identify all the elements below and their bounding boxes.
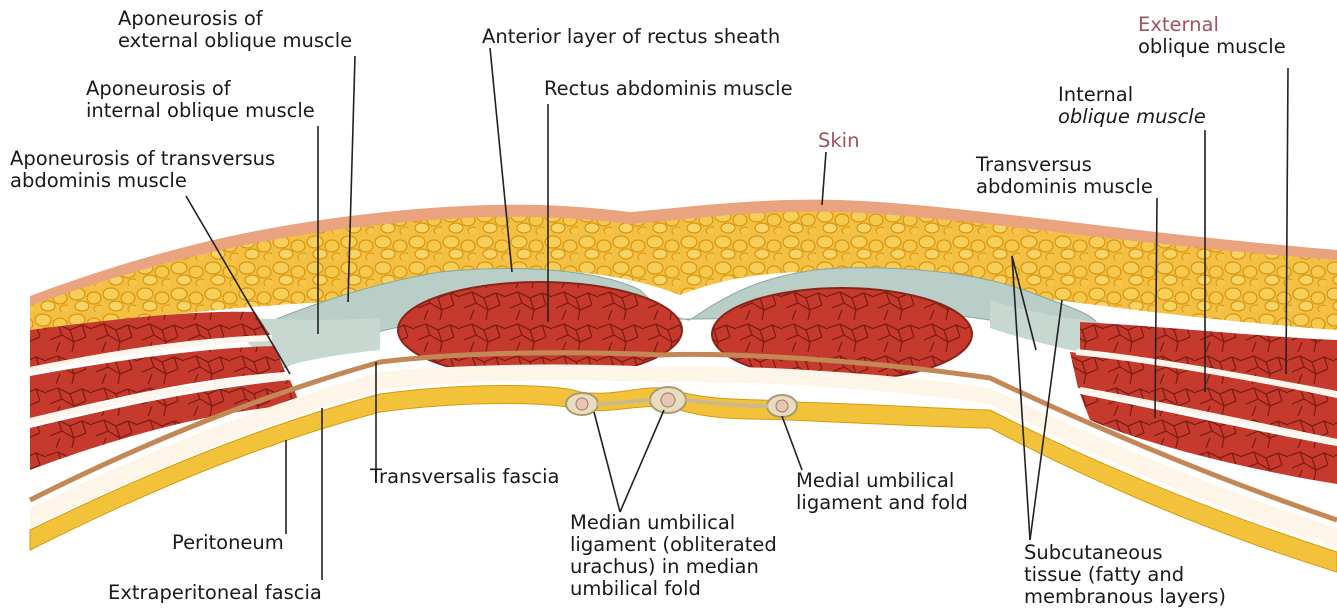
label-line: internal oblique muscle — [86, 100, 315, 122]
median-umbilical-ligament — [661, 393, 675, 407]
label-internal-oblique: Internal oblique muscle — [1058, 84, 1206, 128]
label-line: Peritoneum — [172, 532, 284, 554]
label-line: Aponeurosis of — [86, 78, 315, 100]
label-median-umbilical-ligament: Median umbilical ligament (obliterated u… — [570, 512, 777, 600]
label-transversus-abdominis: Transversus abdominis muscle — [976, 154, 1153, 198]
label-extraperitoneal-fascia: Extraperitoneal fascia — [108, 582, 322, 604]
label-line: Aponeurosis of transversus — [10, 148, 275, 170]
label-aponeurosis-transversus: Aponeurosis of transversus abdominis mus… — [10, 148, 275, 192]
label-line: Transversus — [976, 154, 1153, 176]
label-line: ligament and fold — [796, 492, 968, 514]
label-skin: Skin — [818, 130, 859, 152]
label-line: Aponeurosis of — [118, 8, 352, 30]
label-line: oblique muscle — [1138, 36, 1286, 58]
label-line: membranous layers) — [1024, 586, 1226, 608]
label-line: Anterior layer of rectus sheath — [482, 26, 780, 48]
label-line: umbilical fold — [570, 578, 777, 600]
label-anterior-rectus-sheath: Anterior layer of rectus sheath — [482, 26, 780, 48]
label-line: Median umbilical — [570, 512, 777, 534]
label-line: Rectus abdominis muscle — [544, 78, 793, 100]
label-transversalis-fascia: Transversalis fascia — [370, 466, 559, 488]
medial-umbilical-ligament-right — [776, 400, 788, 412]
label-subcutaneous-tissue: Subcutaneous tissue (fatty and membranou… — [1024, 542, 1226, 608]
label-line: External — [1138, 14, 1286, 36]
label-line: urachus) in median — [570, 556, 777, 578]
rectus-abdominis-left — [398, 282, 682, 378]
label-line: Transversalis fascia — [370, 466, 559, 488]
label-line: Extraperitoneal fascia — [108, 582, 322, 604]
label-line: abdominis muscle — [976, 176, 1153, 198]
label-line: Subcutaneous — [1024, 542, 1226, 564]
label-line: Internal — [1058, 84, 1206, 106]
label-medial-umbilical-ligament: Medial umbilical ligament and fold — [796, 470, 968, 514]
label-peritoneum: Peritoneum — [172, 532, 284, 554]
rectus-abdominis-right — [712, 288, 972, 380]
medial-umbilical-ligament-left — [576, 398, 588, 410]
label-aponeurosis-external-oblique: Aponeurosis of external oblique muscle — [118, 8, 352, 52]
label-rectus-abdominis: Rectus abdominis muscle — [544, 78, 793, 100]
label-line: oblique muscle — [1058, 106, 1206, 128]
label-line: Medial umbilical — [796, 470, 968, 492]
label-line: Skin — [818, 130, 859, 152]
label-aponeurosis-internal-oblique: Aponeurosis of internal oblique muscle — [86, 78, 315, 122]
label-line: external oblique muscle — [118, 30, 352, 52]
label-line: tissue (fatty and — [1024, 564, 1226, 586]
label-line: ligament (obliterated — [570, 534, 777, 556]
label-external-oblique: External oblique muscle — [1138, 14, 1286, 58]
label-line: abdominis muscle — [10, 170, 275, 192]
